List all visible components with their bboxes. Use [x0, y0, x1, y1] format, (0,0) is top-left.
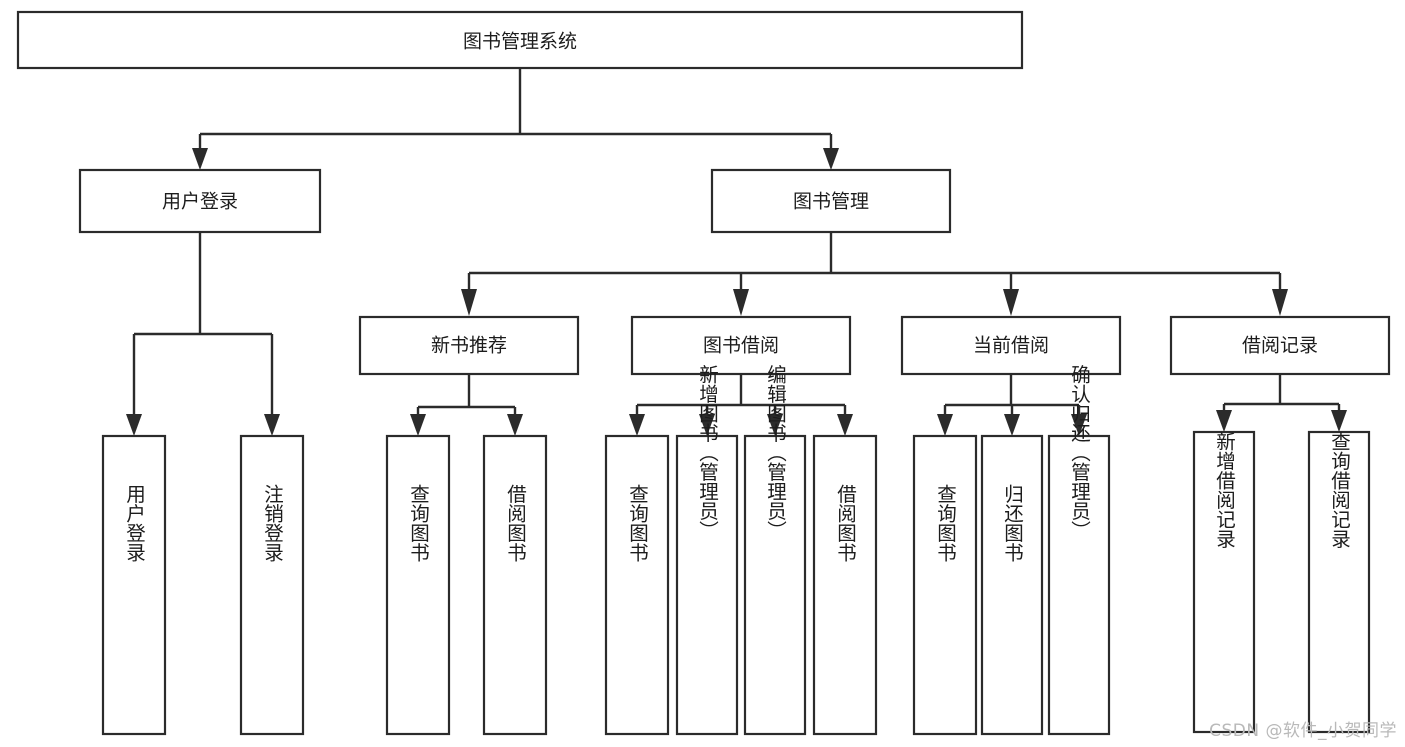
- node-records-label: 借阅记录: [1242, 335, 1318, 357]
- node-current-box[interactable]: [900, 315, 1122, 376]
- node-newbook[interactable]: 新书推荐: [358, 315, 580, 376]
- arrowhead-edit-book: [767, 414, 783, 436]
- node-bookmgmt[interactable]: 图书管理: [710, 168, 952, 234]
- node-login-box[interactable]: [78, 168, 322, 234]
- node-leaf-query-book-3-box[interactable]: [912, 434, 978, 736]
- node-leaf-query-book-2[interactable]: 查询图书: [604, 434, 670, 736]
- node-leaf-query-record-label: 查询借阅记录: [1328, 432, 1351, 549]
- node-login[interactable]: 用户登录: [78, 168, 322, 234]
- node-leaf-return-book-box[interactable]: [980, 434, 1044, 736]
- node-borrow-label: 图书借阅: [703, 335, 779, 357]
- node-bookmgmt-box[interactable]: [710, 168, 952, 234]
- node-leaf-user-login-label: 用户登录: [123, 484, 146, 562]
- arrowhead-records: [1272, 289, 1288, 316]
- node-root-box[interactable]: [16, 10, 1024, 70]
- arrowhead-query-record: [1331, 410, 1347, 432]
- node-newbook-box[interactable]: [358, 315, 580, 376]
- node-leaf-borrow-book-1-label: 借阅图书: [504, 484, 527, 562]
- arrowhead-newbook: [461, 289, 477, 316]
- connector-group-records-to-leaves: [1216, 374, 1347, 432]
- node-leaf-edit-book-label: 编辑图书（管理员）: [764, 364, 787, 540]
- node-leaf-confirm-return-box[interactable]: [1047, 434, 1111, 736]
- arrowhead-user-login: [126, 414, 142, 436]
- arrowhead-query-book-1: [410, 414, 426, 436]
- node-newbook-label: 新书推荐: [431, 335, 507, 357]
- node-leaf-user-logout-label: 注销登录: [261, 484, 284, 562]
- node-leaf-edit-book-box[interactable]: [743, 434, 807, 736]
- node-borrow[interactable]: 图书借阅: [630, 315, 852, 376]
- node-leaf-query-book-2-box[interactable]: [604, 434, 670, 736]
- node-leaf-borrow-book-2-label: 借阅图书: [834, 484, 857, 562]
- node-login-label: 用户登录: [162, 191, 238, 213]
- connector-group-newbook-to-leaves: [410, 374, 523, 436]
- node-leaf-user-login-box[interactable]: [101, 434, 167, 736]
- node-leaf-return-book-label: 归还图书: [1001, 484, 1024, 562]
- node-leaf-borrow-book-2[interactable]: 借阅图书: [812, 434, 878, 736]
- node-leaf-confirm-return-label: 确认归还（管理员）: [1068, 364, 1091, 540]
- connector-group-borrow-to-leaves: [629, 374, 853, 436]
- arrowhead-borrow: [733, 289, 749, 316]
- node-leaf-query-book-3[interactable]: 查询图书: [912, 434, 978, 736]
- node-leaf-edit-book[interactable]: 编辑图书（管理员）: [743, 364, 807, 736]
- arrowhead-add-book: [699, 414, 715, 436]
- node-leaf-return-book[interactable]: 归还图书: [980, 434, 1044, 736]
- arrowhead-login: [192, 148, 208, 170]
- connector-group-login-to-leaves: [126, 232, 280, 436]
- node-leaf-query-book-2-label: 查询图书: [626, 484, 649, 562]
- connector-group-bookmgmt-to-level3: [461, 232, 1288, 316]
- arrowhead-current: [1003, 289, 1019, 316]
- node-records-box[interactable]: [1169, 315, 1391, 376]
- node-leaf-query-book-1-label: 查询图书: [407, 484, 430, 562]
- node-leaf-query-book-3-label: 查询图书: [934, 484, 957, 562]
- node-leaf-user-logout-box[interactable]: [239, 434, 305, 736]
- arrowhead-borrow-book-2: [837, 414, 853, 436]
- arrowhead-confirm-return: [1071, 414, 1087, 436]
- connector-group-current-to-leaves: [937, 374, 1087, 436]
- node-leaf-borrow-book-1[interactable]: 借阅图书: [482, 434, 548, 736]
- node-leaf-query-record-box[interactable]: [1307, 430, 1371, 734]
- node-bookmgmt-label: 图书管理: [793, 191, 869, 213]
- node-records[interactable]: 借阅记录: [1169, 315, 1391, 376]
- node-current[interactable]: 当前借阅: [900, 315, 1122, 376]
- node-leaf-add-book[interactable]: 新增图书（管理员）: [675, 364, 739, 736]
- arrowhead-borrow-book-1: [507, 414, 523, 436]
- node-leaf-add-record-label: 新增借阅记录: [1213, 432, 1236, 549]
- arrowhead-query-book-3: [937, 414, 953, 436]
- node-leaf-borrow-book-1-box[interactable]: [482, 434, 548, 736]
- node-leaf-confirm-return[interactable]: 确认归还（管理员）: [1047, 364, 1111, 736]
- node-leaf-query-book-1[interactable]: 查询图书: [385, 434, 451, 736]
- node-leaf-query-book-1-box[interactable]: [385, 434, 451, 736]
- connector-group-root-to-level2: [192, 68, 839, 170]
- arrowhead-user-logout: [264, 414, 280, 436]
- node-leaf-add-book-box[interactable]: [675, 434, 739, 736]
- node-leaf-add-record-box[interactable]: [1192, 430, 1256, 734]
- csdn-watermark: CSDN @软件_小贺同学: [1209, 721, 1397, 741]
- arrowhead-bookmgmt: [823, 148, 839, 170]
- node-root[interactable]: 图书管理系统: [16, 10, 1024, 70]
- arrowhead-add-record: [1216, 410, 1232, 432]
- arrowhead-query-book-2: [629, 414, 645, 436]
- node-root-label: 图书管理系统: [463, 31, 577, 53]
- node-leaf-borrow-book-2-box[interactable]: [812, 434, 878, 736]
- arrowhead-return-book: [1004, 414, 1020, 436]
- node-leaf-add-record[interactable]: 新增借阅记录: [1192, 430, 1256, 734]
- node-borrow-box[interactable]: [630, 315, 852, 376]
- node-leaf-user-logout[interactable]: 注销登录: [239, 434, 305, 736]
- node-leaf-user-login[interactable]: 用户登录: [101, 434, 167, 736]
- node-current-label: 当前借阅: [973, 335, 1049, 357]
- node-leaf-query-record[interactable]: 查询借阅记录: [1307, 430, 1371, 734]
- node-leaf-add-book-label: 新增图书（管理员）: [696, 364, 719, 540]
